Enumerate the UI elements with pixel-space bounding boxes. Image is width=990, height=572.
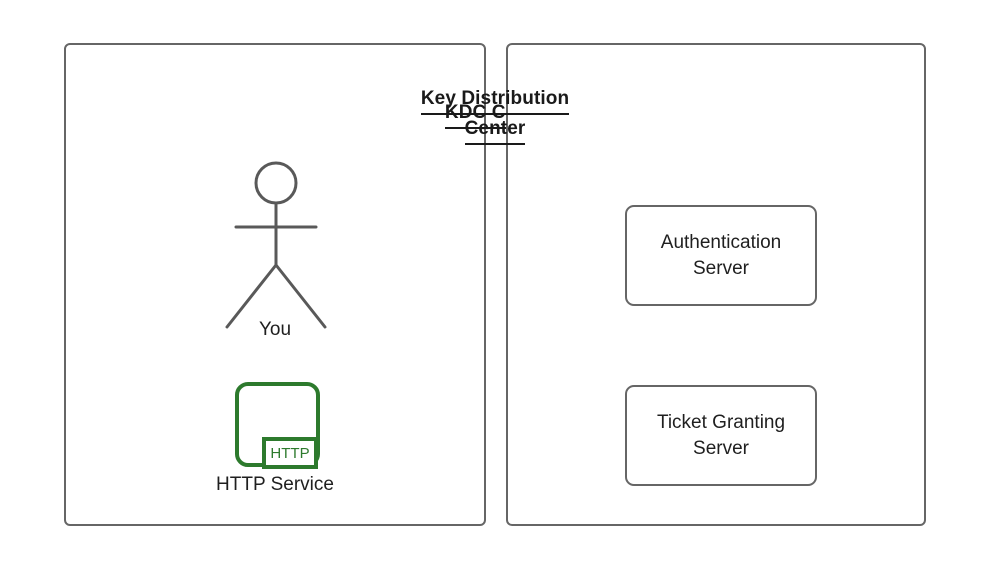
ticket-granting-server-label-line2: Server bbox=[693, 437, 749, 459]
actor-left-leg-line bbox=[225, 263, 278, 329]
http-service-badge-shape bbox=[262, 437, 318, 469]
panel-kdc-title-line2: Center bbox=[464, 115, 526, 145]
ticket-granting-server-label-line1: Ticket Granting bbox=[656, 411, 786, 433]
actor-right-leg-line bbox=[274, 263, 327, 329]
authentication-server-label-line1: Authentication bbox=[660, 231, 782, 253]
actor-you[interactable]: You bbox=[200, 155, 350, 355]
http-service-label: HTTP Service bbox=[216, 474, 334, 495]
http-service-icon: HTTP bbox=[235, 382, 320, 469]
authentication-server-box[interactable]: Authentication Server bbox=[625, 205, 817, 306]
actor-you-label: You bbox=[258, 319, 292, 340]
http-service-badge-label: HTTP bbox=[270, 445, 309, 462]
panel-kdc-title-line1: Key Distribution bbox=[420, 85, 570, 115]
stick-figure-actor-icon bbox=[225, 161, 327, 329]
panel-kdc-title: Key Distribution Center bbox=[0, 85, 990, 145]
http-service[interactable]: HTTP HTTP Service bbox=[200, 378, 350, 500]
authentication-server-label-line2: Server bbox=[693, 257, 749, 279]
ticket-granting-server-box[interactable]: Ticket Granting Server bbox=[625, 385, 817, 486]
actor-head-icon bbox=[254, 161, 298, 205]
